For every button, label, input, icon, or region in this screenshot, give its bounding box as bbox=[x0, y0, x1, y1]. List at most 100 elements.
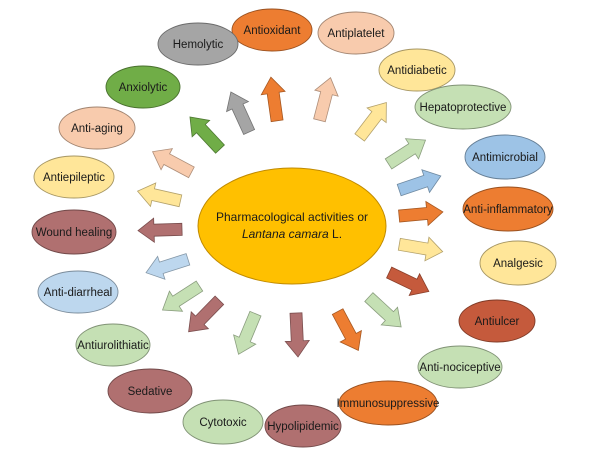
activity-ellipse bbox=[58, 106, 136, 150]
arrow-immunosuppressive bbox=[331, 308, 362, 352]
arrow-shape bbox=[151, 148, 195, 179]
activity-ellipse bbox=[107, 368, 193, 414]
activity-node-antidiabetic: Antidiabetic bbox=[378, 48, 456, 92]
activity-ellipse bbox=[338, 380, 438, 426]
activity-ellipse bbox=[105, 65, 181, 109]
activity-label: Anxiolytic bbox=[119, 82, 168, 94]
arrow-sedative bbox=[188, 295, 225, 333]
activity-label: Wound healing bbox=[36, 227, 113, 239]
arrow-antiulcer bbox=[386, 266, 430, 296]
arrow-shape bbox=[189, 116, 225, 154]
activity-ellipse bbox=[37, 270, 119, 314]
activity-node-anxiolytic: Anxiolytic bbox=[105, 65, 181, 109]
activity-node-antiepileptic: Antiepileptic bbox=[33, 155, 115, 199]
activity-label: Anti-nociceptive bbox=[419, 362, 500, 374]
arrow-shape bbox=[386, 266, 430, 296]
activity-node-immunosuppressive: Immunosuppressive bbox=[337, 380, 440, 426]
activity-node-cytotoxic: Cytotoxic bbox=[182, 399, 264, 445]
activity-ellipse bbox=[31, 209, 117, 255]
arrow-anti-nociceptive bbox=[364, 292, 402, 328]
arrow-anti-inflammatory bbox=[398, 200, 444, 227]
activity-ellipse bbox=[378, 48, 456, 92]
arrow-antiurolithiatic bbox=[161, 280, 204, 312]
arrow-shape bbox=[233, 310, 262, 355]
arrow-shape bbox=[260, 76, 286, 123]
center-title-line1: Pharmacological activities or bbox=[216, 210, 368, 224]
activity-ellipse bbox=[264, 404, 342, 448]
center-species-suffix: L. bbox=[329, 227, 342, 241]
activity-node-antioxidant: Antioxidant bbox=[231, 8, 313, 52]
arrow-wound-healing bbox=[137, 217, 183, 243]
activity-label: Antiplatelet bbox=[328, 28, 386, 40]
activity-node-anti-inflammatory: Anti-inflammatory bbox=[462, 186, 554, 232]
activity-label: Antioxidant bbox=[244, 25, 302, 37]
activity-label: Antiepileptic bbox=[43, 172, 105, 184]
arrow-shape bbox=[226, 91, 256, 136]
activity-ellipse bbox=[231, 8, 313, 52]
activity-node-antimicrobial: Antimicrobial bbox=[464, 134, 546, 180]
arrow-antimicrobial bbox=[396, 169, 442, 197]
activity-ellipse bbox=[464, 134, 546, 180]
activity-node-anti-aging: Anti-aging bbox=[58, 106, 136, 150]
activity-label: Immunosuppressive bbox=[337, 398, 440, 410]
activity-node-sedative: Sedative bbox=[107, 368, 193, 414]
arrow-hemolytic bbox=[226, 91, 256, 136]
arrow-hepatoprotective bbox=[384, 138, 427, 170]
center-node: Pharmacological activities or Lantana ca… bbox=[197, 167, 387, 285]
center-title-line2: Lantana camara L. bbox=[242, 227, 342, 241]
activity-ellipse bbox=[479, 240, 557, 286]
arrow-antidiabetic bbox=[354, 101, 387, 142]
activity-label: Sedative bbox=[128, 386, 173, 398]
arrow-shape bbox=[397, 236, 444, 262]
activity-label: Anti-inflammatory bbox=[463, 204, 553, 216]
activity-node-antiulcer: Antiulcer bbox=[458, 299, 536, 343]
activity-ellipse bbox=[417, 345, 503, 389]
arrow-shape bbox=[284, 312, 311, 358]
arrow-antiepileptic bbox=[136, 182, 183, 208]
arrow-shape bbox=[161, 280, 204, 312]
activity-node-anti-nociceptive: Anti-nociceptive bbox=[417, 345, 503, 389]
activity-ellipse bbox=[33, 155, 115, 199]
arrow-shape bbox=[331, 308, 362, 352]
arrow-shape bbox=[384, 138, 427, 170]
activity-ellipse bbox=[458, 299, 536, 343]
arrow-shape bbox=[136, 182, 183, 208]
activity-label: Antiulcer bbox=[475, 316, 520, 328]
activity-ellipse bbox=[157, 22, 239, 66]
arrow-shape bbox=[398, 200, 444, 227]
activity-label: Antidiabetic bbox=[387, 65, 447, 77]
activity-label: Anti-diarrheal bbox=[44, 287, 112, 299]
activity-label: Antimicrobial bbox=[472, 152, 538, 164]
arrow-analgesic bbox=[397, 236, 444, 262]
activity-node-antiplatelet: Antiplatelet bbox=[317, 11, 395, 55]
arrow-antiplatelet bbox=[313, 77, 339, 123]
activity-label: Hypolipidemic bbox=[267, 421, 339, 433]
activity-node-wound-healing: Wound healing bbox=[31, 209, 117, 255]
activity-node-hepatoprotective: Hepatoprotective bbox=[414, 84, 512, 130]
arrows-layer bbox=[136, 76, 444, 358]
arrow-shape bbox=[396, 169, 442, 197]
activity-label: Analgesic bbox=[493, 258, 543, 270]
activity-label: Antiurolithiatic bbox=[77, 340, 149, 352]
arrow-shape bbox=[137, 217, 183, 243]
activity-node-hypolipidemic: Hypolipidemic bbox=[264, 404, 342, 448]
activity-label: Hepatoprotective bbox=[420, 102, 507, 114]
arrow-antioxidant bbox=[260, 76, 286, 123]
activity-nodes-layer: Antioxidant AntiplateletAntidiabeticHepat… bbox=[31, 8, 557, 448]
center-species-name: Lantana camara bbox=[242, 227, 329, 241]
arrow-anxiolytic bbox=[189, 116, 225, 154]
activity-label: Anti-aging bbox=[71, 123, 123, 135]
activity-ellipse bbox=[462, 186, 554, 232]
arrow-hypolipidemic bbox=[284, 312, 311, 358]
activity-label: Hemolytic bbox=[173, 39, 224, 51]
activity-ellipse bbox=[317, 11, 395, 55]
activity-node-antiurolithiatic: Antiurolithiatic bbox=[75, 323, 151, 367]
activity-ellipse bbox=[414, 84, 512, 130]
activity-node-analgesic: Analgesic bbox=[479, 240, 557, 286]
arrow-anti-aging bbox=[151, 148, 195, 179]
activity-ellipse bbox=[182, 399, 264, 445]
arrow-shape bbox=[145, 253, 191, 280]
center-ellipse bbox=[197, 167, 387, 285]
arrow-shape bbox=[188, 295, 225, 333]
